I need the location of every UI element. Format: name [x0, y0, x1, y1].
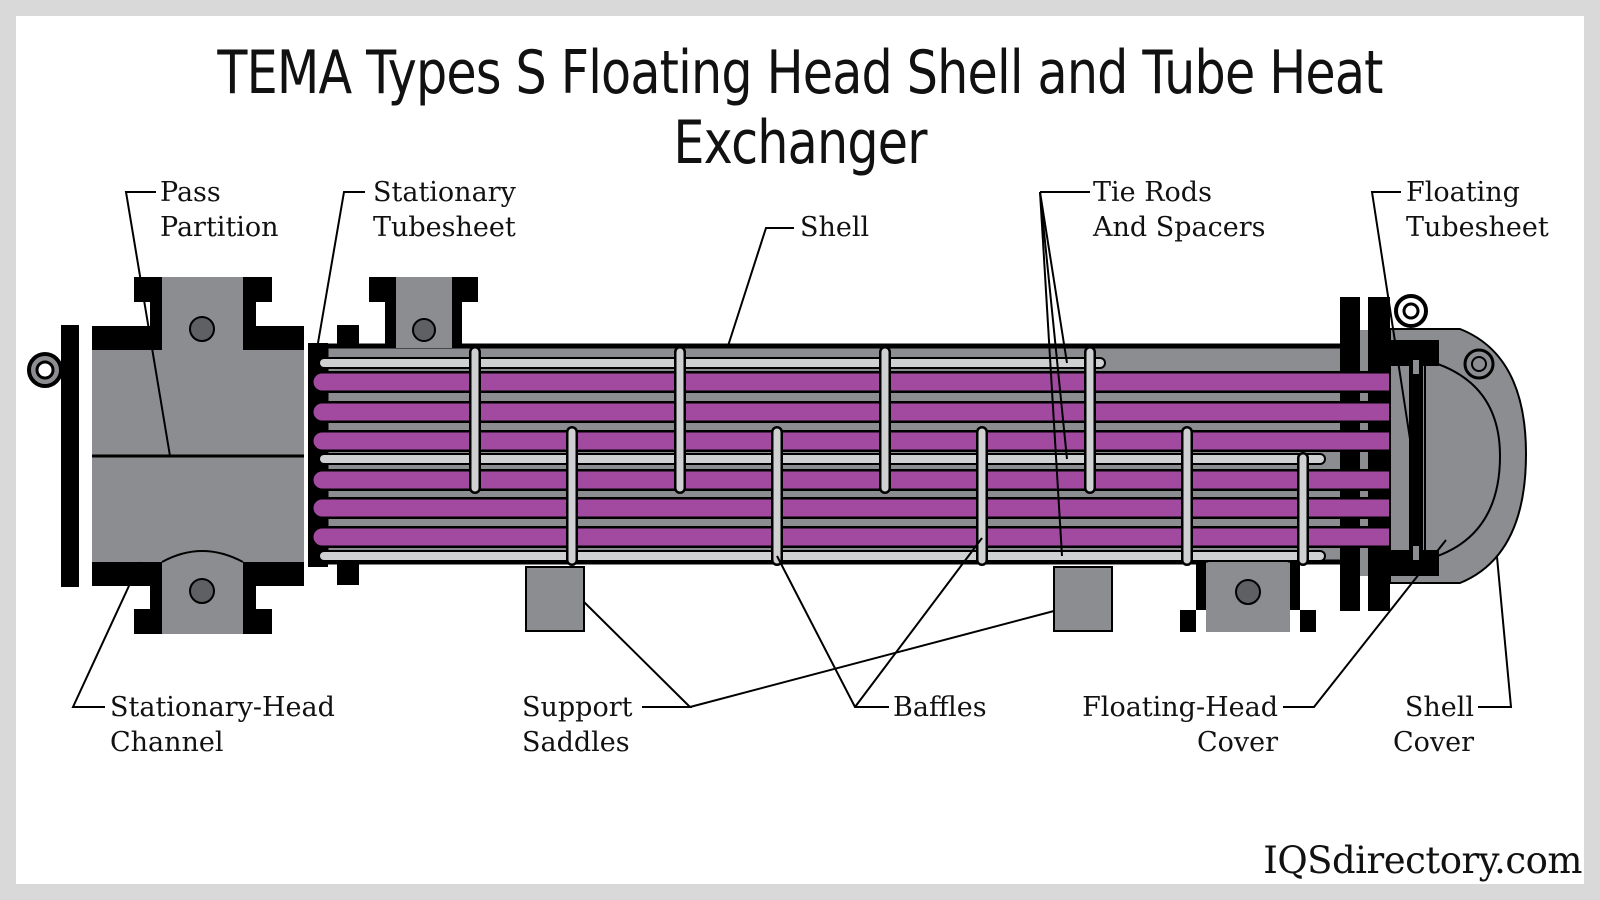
label-tie-rods-and-spacers: Tie Rods And Spacers — [1093, 175, 1266, 245]
label-shell: Shell — [800, 210, 869, 245]
label-shell-cover: Shell Cover — [1393, 690, 1474, 760]
label-line: Shell — [1404, 692, 1474, 723]
label-line: Pass — [160, 177, 221, 208]
support-saddles — [525, 566, 1113, 632]
label-line: Floating-Head — [1082, 692, 1278, 723]
label-line: Tie Rods — [1093, 177, 1212, 208]
label-stationary-tubesheet: Stationary Tubesheet — [373, 175, 516, 245]
baffles — [469, 346, 1309, 566]
tie-rods — [318, 357, 1326, 562]
label-line: Channel — [110, 727, 224, 758]
label-line: Stationary — [373, 177, 516, 208]
label-stationary-head-channel: Stationary-Head Channel — [110, 690, 335, 760]
label-line: Cover — [1196, 727, 1278, 758]
tube-bundle — [311, 371, 1429, 548]
label-floating-head-cover: Floating-Head Cover — [1082, 690, 1278, 760]
floating-head-cover — [1389, 340, 1502, 576]
stationary-head-channel — [92, 277, 304, 634]
label-line: Support — [522, 692, 633, 723]
label-line: And Spacers — [1093, 212, 1266, 243]
leader-lines — [71, 191, 1513, 708]
label-line: Partition — [160, 212, 279, 243]
label-pass-partition: Pass Partition — [160, 175, 279, 245]
label-line: Stationary-Head — [110, 692, 335, 723]
label-line: Floating — [1406, 177, 1520, 208]
label-line: Baffles — [893, 692, 987, 723]
label-line: Shell — [800, 212, 870, 243]
label-line: Saddles — [522, 727, 630, 758]
label-baffles: Baffles — [893, 690, 987, 725]
label-floating-tubesheet: Floating Tubesheet — [1406, 175, 1549, 245]
diagram-title: TEMA Types S Floating Head Shell and Tub… — [217, 38, 1383, 178]
label-line: Cover — [1392, 727, 1474, 758]
label-line: Tubesheet — [373, 212, 516, 243]
brand-watermark: IQSdirectory.com — [1263, 839, 1582, 882]
label-support-saddles: Support Saddles — [522, 690, 632, 760]
label-line: Tubesheet — [1406, 212, 1549, 243]
channel-cover — [27, 325, 79, 587]
